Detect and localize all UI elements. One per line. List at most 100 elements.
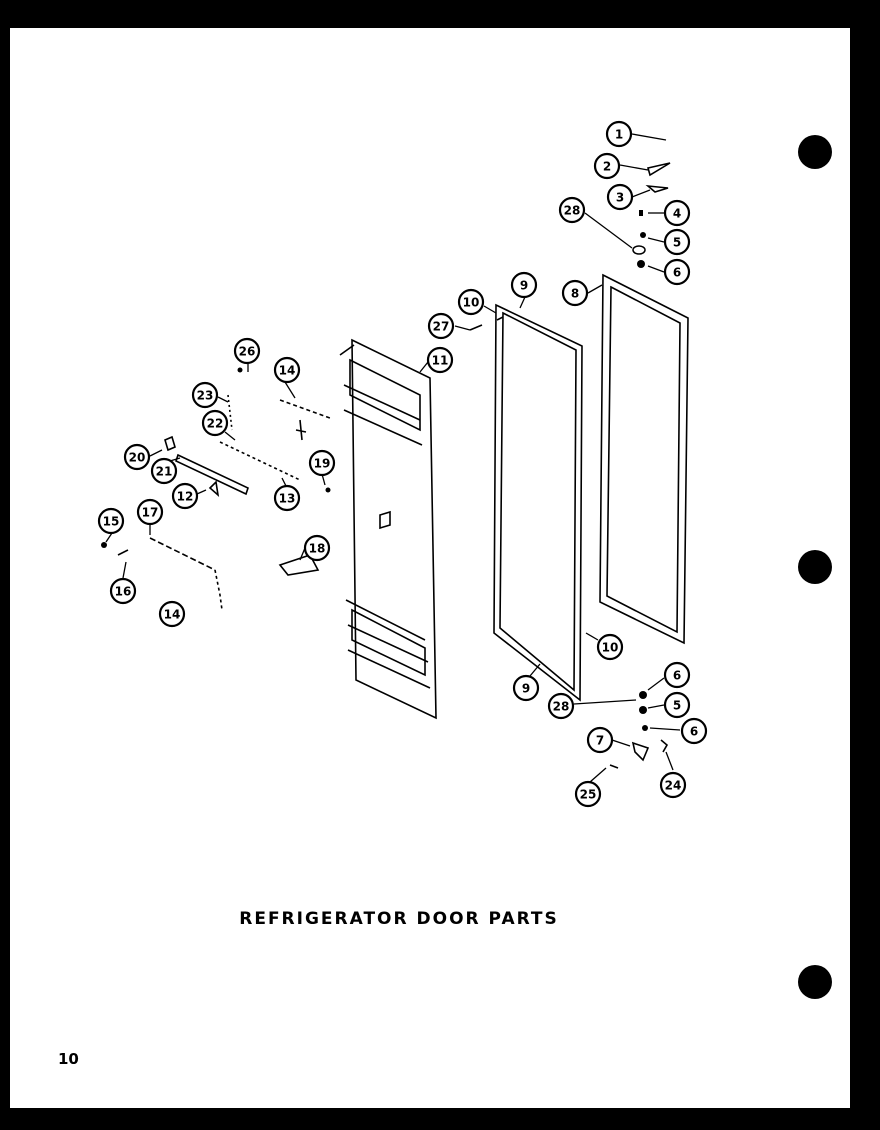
callout-circle [191,381,219,409]
callout-15: 15 [97,507,125,535]
callout-18: 18 [303,534,331,562]
callout-circle [150,457,178,485]
callout-number: 27 [433,320,450,334]
callout-circle [123,443,151,471]
callout-number: 28 [564,204,581,218]
callout-5b: 5 [663,691,691,719]
callout-number: 3 [616,191,624,205]
callout-number: 6 [690,725,698,739]
callout-number: 19 [314,457,331,471]
callout-number: 4 [673,207,681,221]
callout-number: 25 [580,788,597,802]
callout-number: 14 [279,364,296,378]
callout-number: 2 [603,160,611,174]
callout-circle [273,484,301,512]
callout-circle [171,482,199,510]
callout-14b: 14 [158,600,186,628]
callout-24: 24 [659,771,687,799]
callout-circle [593,152,621,180]
callout-circle [561,279,589,307]
callout-number: 10 [602,641,619,655]
page-number: 10 [58,1050,79,1068]
callout-circle [233,337,261,365]
callout-20: 20 [123,443,151,471]
callout-number: 10 [463,296,480,310]
callout-number: 6 [673,669,681,683]
callout-number: 1 [615,128,623,142]
callout-circle [663,199,691,227]
callout-number: 5 [673,699,681,713]
callout-10b: 10 [596,633,624,661]
callout-6c: 6 [680,717,708,745]
callout-circle [606,183,634,211]
binder-hole-middle [798,550,832,584]
callout-28b: 28 [547,692,575,720]
callout-number: 5 [673,236,681,250]
callout-6a: 6 [663,258,691,286]
callout-1: 1 [605,120,633,148]
callout-number: 14 [164,608,181,622]
callout-circle [426,346,454,374]
callout-2: 2 [593,152,621,180]
callout-circle [663,258,691,286]
hardware-parts [101,162,671,769]
callout-16: 16 [109,577,137,605]
callout-number: 24 [665,779,682,793]
page-title: REFRIGERATOR DOOR PARTS [239,909,559,929]
callout-circle [663,661,691,689]
callout-number: 15 [103,515,120,529]
callout-circle [586,726,614,754]
callout-number: 16 [115,585,132,599]
callout-circle [303,534,331,562]
callout-10a: 10 [457,288,485,316]
callout-circle [308,449,336,477]
callout-23: 23 [191,381,219,409]
callout-22: 22 [201,409,229,437]
leader-lines [105,133,681,783]
callout-13: 13 [273,484,301,512]
door-gasket [493,303,583,702]
callout-26: 26 [233,337,261,365]
callout-circle [427,312,455,340]
callout-number: 9 [520,279,528,293]
callout-circle [680,717,708,745]
callout-8: 8 [561,279,589,307]
callout-number: 7 [596,734,604,748]
callout-number: 11 [432,354,449,368]
callout-28a: 28 [558,196,586,224]
callout-circle [596,633,624,661]
callout-25: 25 [574,780,602,808]
callout-circle [510,271,538,299]
callout-number: 8 [571,287,579,301]
callout-number: 20 [129,451,146,465]
callout-circle [547,692,575,720]
callout-5a: 5 [663,228,691,256]
callout-11: 11 [426,346,454,374]
callout-3: 3 [606,183,634,211]
door-outer-panel [599,273,689,645]
callout-number: 28 [553,700,570,714]
callout-circle [659,771,687,799]
callout-number: 18 [309,542,326,556]
binder-hole-top [798,135,832,169]
callout-circle [109,577,137,605]
callout-12: 12 [171,482,199,510]
door-liner [339,338,437,720]
callout-9b: 9 [512,674,540,702]
callout-circle [136,498,164,526]
callout-circle [663,691,691,719]
callout-4: 4 [663,199,691,227]
callout-19: 19 [308,449,336,477]
callout-circle [97,507,125,535]
callout-number: 17 [142,506,159,520]
callout-circle [558,196,586,224]
callout-circle [201,409,229,437]
callout-6b: 6 [663,661,691,689]
callout-number: 9 [522,682,530,696]
binder-hole-bottom [798,965,832,999]
parts-sheet [10,28,850,1108]
callout-17: 17 [136,498,164,526]
callout-number: 23 [197,389,214,403]
